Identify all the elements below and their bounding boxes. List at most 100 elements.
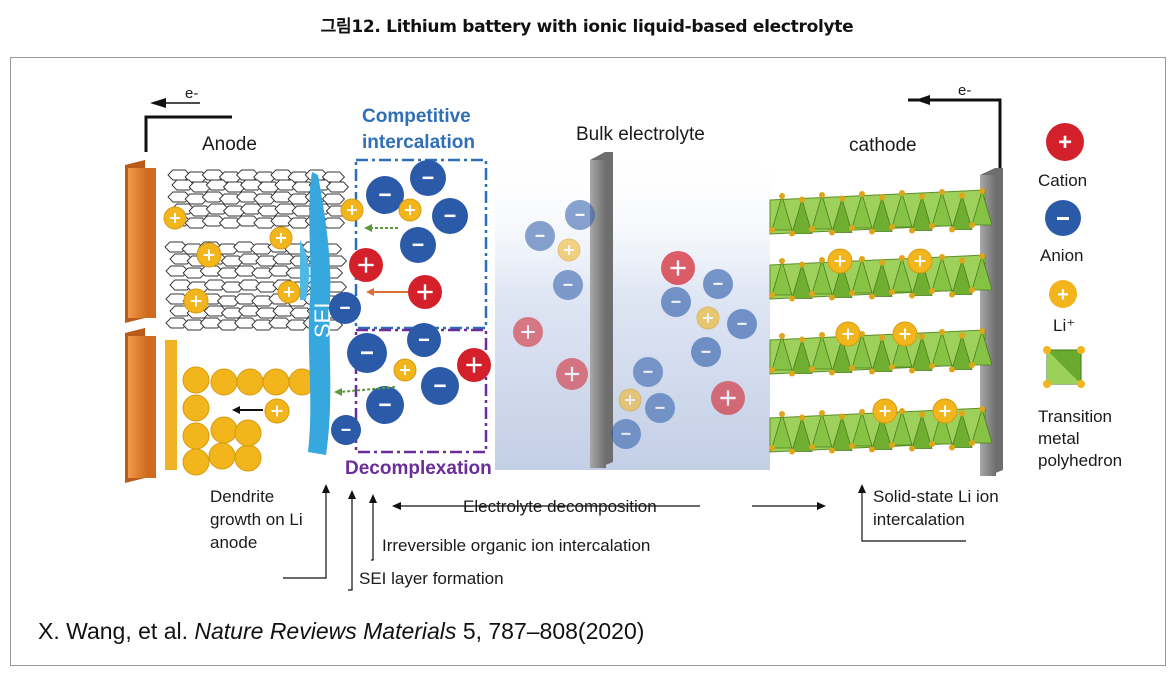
oxygen-node (879, 194, 885, 201)
anion-ion (525, 221, 555, 251)
anion-ion (366, 386, 404, 424)
oxygen-node (859, 191, 865, 197)
oxygen-node (949, 366, 955, 373)
transition-metal-polyhedron (791, 416, 813, 452)
oxygen-node (839, 195, 845, 202)
oxygen-node (909, 445, 915, 452)
anion-ion (329, 292, 361, 324)
transition-metal-polyhedron (971, 189, 993, 226)
electron-arrow-left (144, 115, 232, 152)
transition-metal-polyhedron (891, 191, 913, 228)
electrolyte-decomposition-label: Electrolyte decomposition (463, 497, 657, 516)
transition-metal-polyhedron (911, 335, 933, 371)
ion-arrows (232, 224, 408, 414)
oxygen-node (809, 226, 815, 232)
oxygen-node (909, 292, 915, 299)
transition-metal-polyhedron (831, 415, 853, 451)
bulk-electrolyte-region (495, 150, 770, 470)
oxygen-node (949, 291, 955, 298)
transition-metal-polyhedron (931, 408, 953, 445)
legend: + Cation Anion + Li⁺ Transition metal po… (1038, 123, 1122, 470)
transition-metal-polyhedron (851, 257, 873, 294)
li-ion (277, 280, 301, 304)
li-ion (696, 306, 720, 330)
li-ion (393, 358, 417, 382)
li-metal-sphere (210, 416, 238, 444)
transition-metal-polyhedron (971, 407, 993, 444)
transition-metal-polyhedron (891, 409, 913, 446)
oxygen-node (789, 448, 795, 455)
oxygen-node (819, 410, 825, 416)
transition-metal-polyhedron (971, 329, 993, 366)
li-metal-sphere (234, 444, 262, 472)
oxygen-node (889, 289, 895, 295)
citation: X. Wang, et al. Nature Reviews Materials… (38, 618, 644, 645)
transition-metal-polyhedron (811, 411, 833, 448)
li-metal-sphere (182, 394, 210, 422)
oxygen-node (769, 367, 775, 373)
oxygen-node (929, 363, 935, 369)
transition-metal-polyhedron (811, 333, 833, 370)
anion-ion (691, 337, 721, 367)
citation-journal: Nature Reviews Materials (194, 618, 457, 644)
li-ion (835, 321, 861, 347)
bulk-separator (590, 152, 613, 468)
li-ion (196, 242, 222, 268)
cathode-current-collector (980, 168, 1003, 476)
transition-metal-polyhedron (891, 256, 913, 293)
oxygen-node (859, 409, 865, 415)
oxygen-node (929, 288, 935, 294)
li-ion (264, 398, 290, 424)
transition-metal-polyhedron (791, 263, 813, 299)
oxygen-node (799, 261, 805, 268)
cation-ion (513, 317, 543, 347)
transition-metal-polyhedron (971, 254, 993, 291)
transition-metal-polyhedron (851, 410, 873, 447)
oxygen-node (809, 444, 815, 450)
irreversible-intercalation-label: Irreversible organic ion intercalation (382, 536, 650, 555)
graphite-hexagon (321, 193, 346, 205)
oxygen-node (849, 290, 855, 296)
oxygen-node (909, 227, 915, 234)
transition-metal-polyhedron (931, 330, 953, 367)
legend-transition-line3: polyhedron (1038, 451, 1122, 470)
svg-text:+: + (1058, 129, 1072, 156)
oxygen-node (919, 193, 925, 200)
cation-ion (711, 381, 745, 415)
transition-metal-polyhedron (871, 196, 893, 232)
svg-text:+: + (1057, 284, 1069, 306)
oxygen-node (799, 414, 805, 421)
dendrite-label-line3: anode (210, 533, 257, 552)
citation-rest: 5, 787–808(2020) (462, 618, 645, 644)
transition-metal-polyhedron (871, 336, 893, 372)
oxygen-node (869, 446, 875, 453)
oxygen-node (879, 334, 885, 341)
transition-metal-polyhedron (891, 331, 913, 368)
oxygen-node (829, 294, 835, 301)
transition-metal-polyhedron (831, 337, 853, 373)
oxygen-node (829, 447, 835, 454)
oxygen-node (939, 329, 945, 335)
li-metal-sphere (236, 368, 264, 396)
electron-arrowhead-left (150, 98, 166, 108)
oxygen-node (959, 257, 965, 264)
dendrite-label-line1: Dendrite (210, 487, 274, 506)
transition-metal-polyhedron (871, 414, 893, 450)
oxygen-node (789, 295, 795, 302)
transition-metal-polyhedron (851, 192, 873, 229)
anion-ion (366, 176, 404, 214)
oxygen-node (929, 223, 935, 229)
transition-metal-polyhedron (811, 193, 833, 230)
graphite-hexagon (325, 181, 350, 193)
li-ion (618, 388, 642, 412)
li-ion (907, 248, 933, 274)
sei-formation-label: SEI layer formation (359, 569, 504, 588)
legend-anion: Anion (1040, 246, 1083, 265)
anion-ion (421, 367, 459, 405)
dendrite-li-spheres (182, 366, 316, 476)
oxygen-node (979, 253, 985, 259)
legend-cation: Cation (1038, 171, 1087, 190)
li-metal-sphere (208, 442, 236, 470)
oxygen-node (929, 441, 935, 447)
transition-metal-polyhedron (951, 334, 973, 370)
